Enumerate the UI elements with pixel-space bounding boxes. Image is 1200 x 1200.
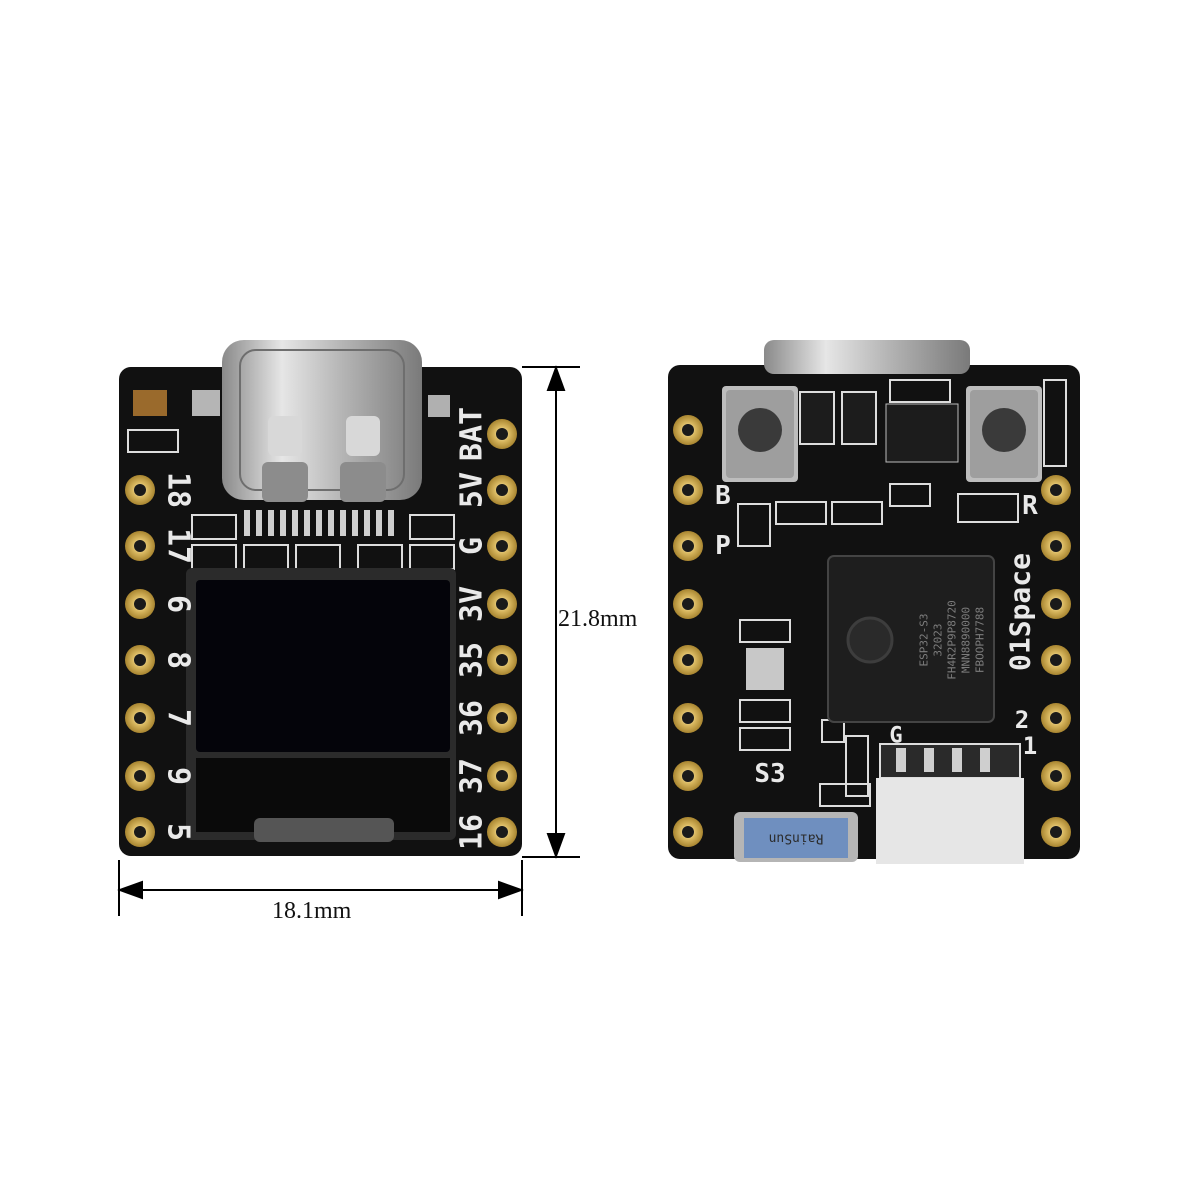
usb-c-connector (222, 340, 422, 502)
label-1: 1 (1023, 732, 1037, 760)
pin-label: 36 (455, 700, 490, 736)
pin-label: 6 (161, 595, 196, 613)
esp32-chip (827, 555, 995, 723)
back-board (668, 340, 1080, 864)
pin-label: G (455, 537, 490, 555)
pin-pad (1041, 531, 1071, 561)
arrow-head (498, 880, 524, 900)
arrow-head (546, 365, 566, 391)
label-s3: S3 (754, 759, 785, 789)
label-b: B (715, 481, 731, 511)
pin-pad (487, 589, 517, 619)
pin-label: 3V (455, 586, 490, 622)
antenna-text: RainSun (769, 831, 824, 846)
pin-pad (125, 475, 155, 505)
pin-pad (487, 761, 517, 791)
pin-pad (125, 817, 155, 847)
chip-marking: ESP32-S3 (918, 614, 931, 667)
label-g: G (889, 724, 902, 749)
pin-pad (125, 589, 155, 619)
pin-pad (673, 645, 703, 675)
pin-pad (125, 703, 155, 733)
chip-marking: FH4R2P9P8720 (946, 600, 959, 679)
pin-pad (487, 475, 517, 505)
arrow-head (546, 833, 566, 859)
pin-label: BAT (455, 407, 490, 461)
pin-label: 18 (161, 472, 196, 508)
pin-pad (1041, 475, 1071, 505)
label-p: P (715, 531, 731, 561)
passive-components (737, 483, 1019, 807)
pin-pad (1041, 761, 1071, 791)
crystal-component (746, 648, 784, 690)
pin-label: 5 (161, 823, 196, 841)
height-dimension-label: 21.8mm (558, 606, 638, 632)
pin-pad (125, 645, 155, 675)
pin-pad (673, 475, 703, 505)
display-flex-traces (244, 510, 394, 536)
pin-label: 16 (455, 814, 490, 850)
jst-connector (876, 743, 1024, 864)
pin-pad (673, 703, 703, 733)
pin-pad (1041, 817, 1071, 847)
pin-pad (487, 531, 517, 561)
led-component (133, 390, 167, 416)
chip-marking: 32023 (932, 623, 945, 656)
pin-pad (487, 419, 517, 449)
small-ics (799, 379, 1067, 467)
pin-pad (1041, 703, 1071, 733)
pin-label: 37 (455, 758, 490, 794)
pin-label: 9 (161, 767, 196, 785)
antenna (744, 818, 848, 858)
pin-pad (487, 703, 517, 733)
reset-button (966, 386, 1042, 482)
pin-label: 5V (455, 472, 490, 508)
pin-pad (673, 761, 703, 791)
front-board (119, 340, 522, 856)
pin-label: 7 (161, 709, 196, 727)
pin-pad (1041, 645, 1071, 675)
usb-c-connector (764, 340, 970, 374)
chip-component (428, 395, 450, 417)
pin-label: 17 (161, 528, 196, 564)
chip-marking: MNN8890000 (960, 607, 973, 673)
boot-button (722, 386, 798, 482)
pin-label: 8 (161, 651, 196, 669)
dimension-lines (117, 365, 580, 916)
pin-pad (125, 531, 155, 561)
pin-pad (1041, 589, 1071, 619)
arrow-head (117, 880, 143, 900)
resistor-outline (127, 429, 179, 453)
oled-display (186, 568, 456, 842)
chip-component (192, 390, 220, 416)
brand-label: 01Space (1004, 553, 1037, 671)
pin-pad (673, 589, 703, 619)
pin-pad (487, 817, 517, 847)
pin-label: 35 (455, 642, 490, 678)
pin-pad (673, 415, 703, 445)
pin-pad (673, 531, 703, 561)
pin-pad (487, 645, 517, 675)
label-2: 2 (1015, 706, 1029, 734)
chip-marking: FBOOPH7788 (974, 607, 987, 673)
label-r: R (1022, 491, 1038, 521)
width-dimension-label: 18.1mm (272, 898, 352, 924)
pin-pad (125, 761, 155, 791)
pin-pad (673, 817, 703, 847)
